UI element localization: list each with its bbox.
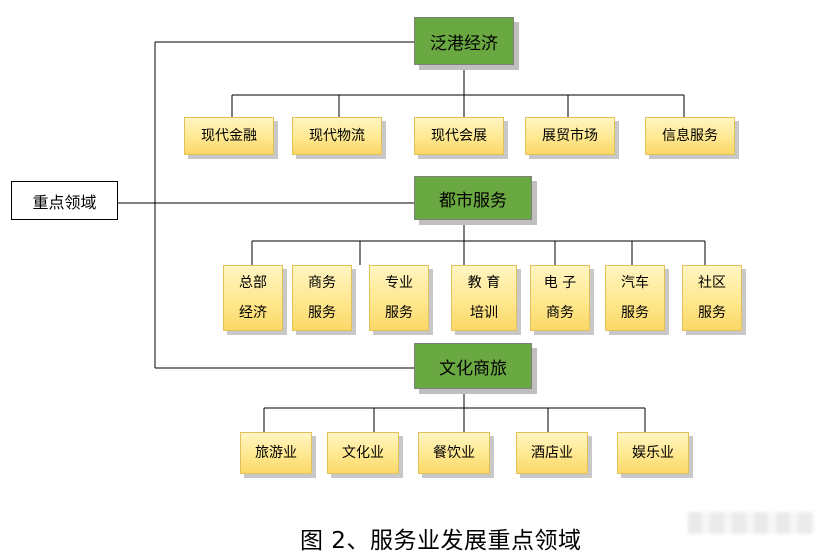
category-node: 都市服务 (414, 176, 532, 220)
leaf-node: 现代会展 (414, 117, 504, 155)
leaf-line: 服务 (308, 305, 336, 321)
category-node: 文化商旅 (414, 343, 532, 389)
leaf-node: 商务 服务 (292, 265, 352, 331)
leaf-node: 酒店业 (516, 432, 588, 474)
leaf-node: 娱乐业 (617, 432, 689, 474)
leaf-line: 商务 (308, 275, 336, 291)
leaf-node: 现代物流 (292, 117, 382, 155)
leaf-line: 经济 (239, 305, 267, 321)
leaf-line: 电 子 (543, 275, 577, 291)
figure-caption: 图 2、服务业发展重点领域 (300, 528, 582, 554)
watermark (688, 512, 814, 534)
root-node: 重点领域 (11, 181, 118, 220)
leaf-line: 培训 (470, 305, 498, 321)
leaf-node: 现代金融 (184, 117, 274, 155)
leaf-node: 文化业 (327, 432, 399, 474)
category-node: 泛港经济 (414, 17, 514, 65)
leaf-node: 教 育 培训 (451, 265, 517, 331)
leaf-node: 信息服务 (645, 117, 735, 155)
leaf-node: 旅游业 (240, 432, 312, 474)
leaf-line: 服务 (621, 305, 649, 321)
leaf-line: 教 育 (467, 275, 501, 291)
leaf-line: 服务 (698, 305, 726, 321)
leaf-line: 社区 (698, 275, 726, 291)
leaf-line: 汽车 (621, 275, 649, 291)
leaf-node: 汽车 服务 (605, 265, 665, 331)
leaf-node: 电 子 商务 (530, 265, 590, 331)
leaf-line: 商务 (546, 305, 574, 321)
leaf-line: 专业 (385, 275, 413, 291)
leaf-node: 社区 服务 (682, 265, 742, 331)
leaf-line: 服务 (385, 305, 413, 321)
leaf-node: 餐饮业 (418, 432, 490, 474)
leaf-line: 总部 (239, 275, 267, 291)
leaf-node: 总部 经济 (223, 265, 283, 331)
leaf-node: 专业 服务 (369, 265, 429, 331)
leaf-node: 展贸市场 (525, 117, 615, 155)
